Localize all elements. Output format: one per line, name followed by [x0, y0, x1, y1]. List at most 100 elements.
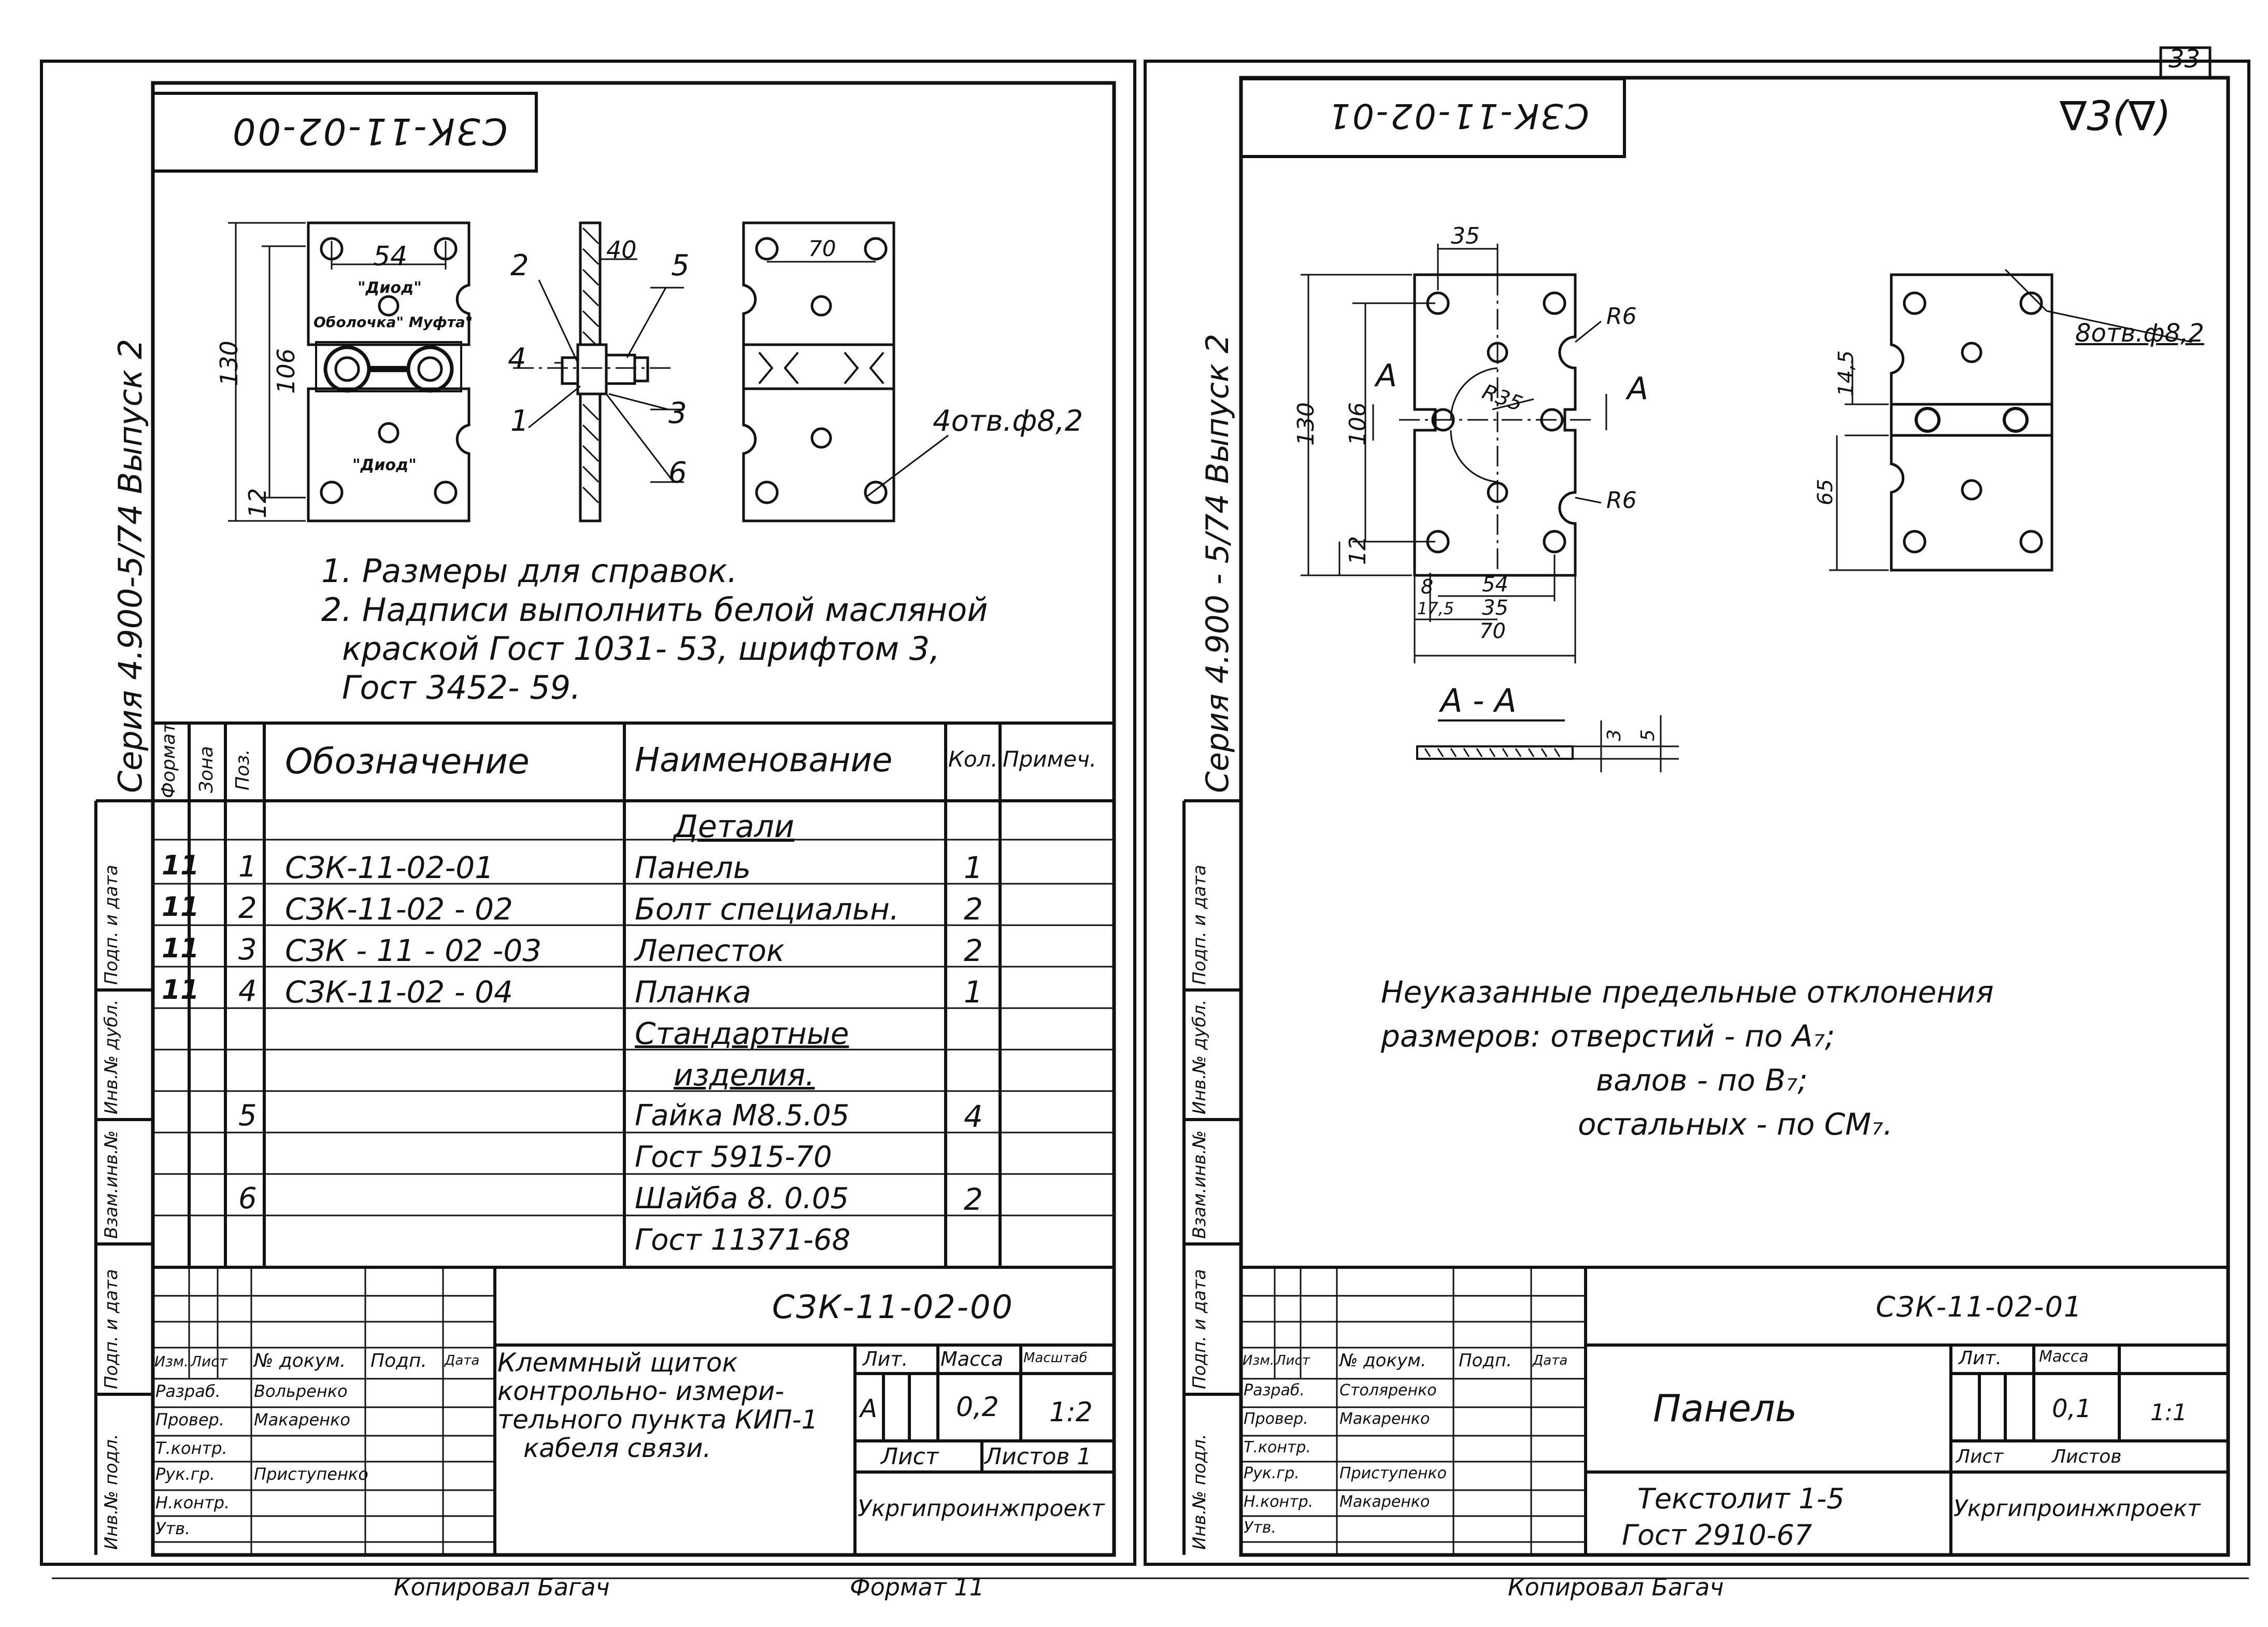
left-head-list: Лист: [191, 1353, 227, 1370]
left-title-line-3: тельного пункта КИП-1: [497, 1405, 818, 1435]
spec-row-qty: 2: [964, 1182, 983, 1217]
right-dim-54: 54: [1482, 573, 1508, 597]
right-r6-bottom: R6: [1606, 487, 1637, 514]
left-holes-note: 4отв.ф8,2: [933, 404, 1083, 438]
left-callout-1: 1: [510, 404, 529, 438]
right-sheet-outer-border: [1144, 60, 2250, 1566]
right-head-list: Лист: [1276, 1353, 1310, 1368]
right-mass-label: Масса: [2039, 1348, 2089, 1366]
spec-row-designation: СЗК - 11 - 02 -03: [285, 933, 542, 968]
right-head-sign: Подп.: [1459, 1350, 1512, 1371]
right-name: Макаренко: [1339, 1493, 1430, 1511]
left-footer-copied: Копировал Багач: [394, 1573, 610, 1601]
right-dim-35-top: 35: [1451, 223, 1480, 249]
spec-row-name: Планка: [635, 974, 751, 1010]
left-head-date: Дата: [445, 1353, 480, 1368]
left-sheet-outer-border: [40, 60, 1136, 1566]
spec-row-qty: 4: [964, 1099, 983, 1134]
left-head-izm: Изм.: [154, 1353, 189, 1370]
right-dim-14-5: 14,5: [1834, 350, 1858, 397]
left-callout-4: 4: [508, 342, 526, 376]
spec-row-format: 11: [162, 850, 199, 881]
left-mass-value: 0,2: [956, 1392, 999, 1423]
left-dim-106: 106: [272, 348, 300, 394]
left-side-label-sign-date: Подп. и дата: [101, 865, 122, 985]
spec-row-format: 11: [162, 892, 199, 923]
right-side-label-replace-inv: Взам.инв.№: [1189, 1130, 1210, 1239]
left-head-sign: Подп.: [370, 1350, 427, 1371]
left-note-2b: краской Гост 1031- 53, шрифтом 3,: [342, 630, 940, 668]
right-side-label-orig-inv: Инв.№ подл.: [1189, 1434, 1210, 1550]
page-number-box: [2159, 46, 2212, 79]
spec-row-name: Лепесток: [635, 933, 785, 968]
right-role: Н.контр.: [1244, 1493, 1314, 1511]
right-front-view: [1301, 244, 1607, 663]
right-tolerance-line-2: размеров: отверстий - по А₇;: [1381, 1018, 1835, 1054]
left-head-doc: № докум.: [254, 1350, 346, 1371]
right-side-label-sign-date-2: Подп. и дата: [1189, 1269, 1210, 1389]
right-dim-130: 130: [1293, 402, 1319, 446]
spec-row-name: изделия.: [674, 1057, 815, 1093]
left-title-line-1: Клеммный щиток: [497, 1348, 738, 1378]
right-dim-12: 12: [1345, 536, 1371, 565]
right-dim-35-bottom: 35: [1482, 596, 1508, 620]
spec-row-format: 11: [162, 974, 199, 1006]
spec-header-zone: Зона: [196, 746, 217, 793]
page-number: 33: [2169, 45, 2201, 74]
right-role: Т.контр.: [1244, 1438, 1311, 1456]
spec-row-name: Стандартные: [635, 1016, 849, 1051]
spec-row-format: 11: [162, 933, 199, 964]
left-mass-label: Масса: [940, 1348, 1004, 1370]
left-name: Макаренко: [254, 1410, 350, 1430]
right-section-mark-right: А: [1627, 371, 1649, 407]
right-role: Утв.: [1244, 1519, 1276, 1537]
spec-row-name: Шайба 8. 0.05: [635, 1182, 849, 1215]
left-role: Рук.гр.: [155, 1464, 216, 1484]
left-org: Укргипроинжпроект: [858, 1495, 1105, 1522]
left-label-diod-top: "Диод": [358, 279, 422, 297]
spec-row-qty: 1: [964, 850, 983, 885]
left-front-view: [228, 221, 470, 522]
left-callout-2: 2: [510, 249, 529, 282]
left-scale-value: 1:2: [1049, 1397, 1093, 1428]
spec-row-name: Гост 11371-68: [635, 1223, 851, 1257]
right-name: Макаренко: [1339, 1410, 1430, 1428]
left-stamp-box: [151, 92, 538, 173]
right-material-1: Текстолит 1-5: [1637, 1482, 1845, 1515]
right-sec-dim-5: 5: [1637, 729, 1659, 741]
left-role: Разраб.: [155, 1381, 221, 1401]
spec-row-pos: 5: [238, 1099, 257, 1133]
right-material-2: Гост 2910-67: [1622, 1519, 1813, 1551]
right-roughness-mark: ∇3(∇): [2060, 93, 2171, 140]
spec-row-name: Детали: [674, 809, 794, 845]
right-head-date: Дата: [1533, 1353, 1568, 1368]
right-head-izm: Изм.: [1243, 1353, 1275, 1368]
right-side-label-sign-date: Подп. и дата: [1189, 865, 1210, 985]
left-label-obolochka: Оболочка" Муфта": [313, 314, 473, 331]
right-tolerance-line-1: Неуказанные предельные отклонения: [1381, 974, 1994, 1010]
left-title-code: СЗК-11-02-00: [772, 1288, 1014, 1326]
left-note-2c: Гост 3452- 59.: [342, 669, 581, 706]
left-name: Вольренко: [254, 1381, 348, 1401]
left-series-label: Серия 4.900-5/74 Выпуск 2: [111, 338, 149, 793]
spec-row-pos: 2: [238, 892, 257, 925]
left-footer-format: Формат 11: [850, 1573, 985, 1601]
right-tolerance-line-4: остальных - по СМ₇.: [1578, 1107, 1893, 1142]
right-stamp-box: [1239, 77, 1626, 158]
spec-header-pos: Поз.: [232, 749, 253, 790]
right-dim-106: 106: [1345, 402, 1371, 446]
spec-row-name: Болт специальн.: [635, 892, 900, 927]
left-callout-3: 3: [668, 397, 687, 430]
spec-row-qty: 1: [964, 974, 983, 1010]
left-dim-40: 40: [606, 236, 637, 264]
spec-header-name: Наименование: [635, 741, 893, 780]
right-section-title: А - А: [1440, 682, 1517, 719]
right-lit-label: Лит.: [1959, 1348, 2002, 1369]
spec-row-designation: СЗК-11-02 - 04: [285, 974, 513, 1010]
left-lit-label: Лит.: [863, 1348, 908, 1370]
right-section-aa: [1416, 715, 1679, 772]
spec-header-qty: Кол.: [948, 746, 998, 772]
right-dim-8: 8: [1421, 575, 1434, 598]
left-side-label-replace-inv: Взам.инв.№: [101, 1130, 122, 1239]
spec-row-name: Гост 5915-70: [635, 1140, 832, 1174]
